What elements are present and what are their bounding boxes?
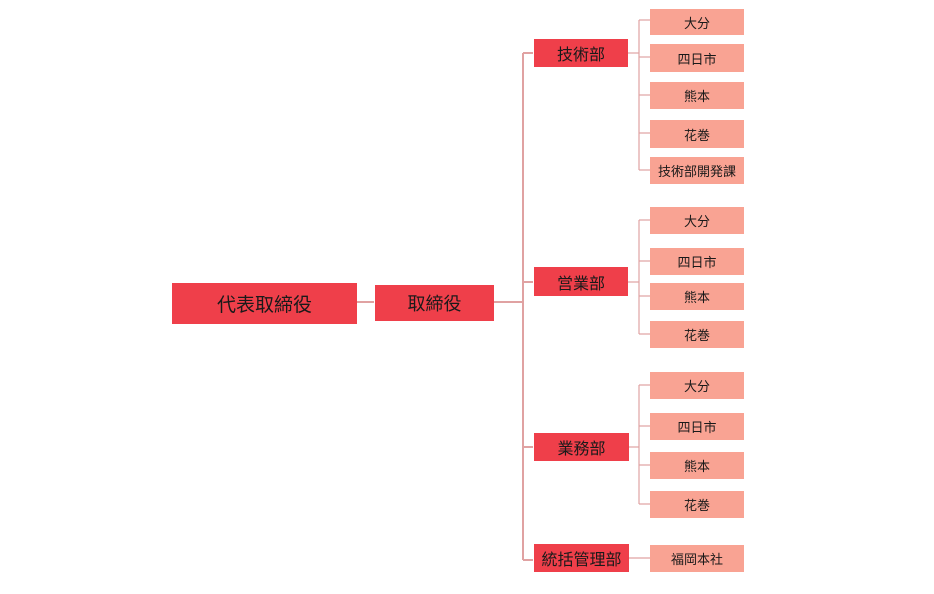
department-node-gyomu: 業務部: [534, 433, 629, 461]
branch-node: 大分: [650, 9, 744, 35]
branch-node: 熊本: [650, 82, 744, 109]
branch-node: 四日市: [650, 248, 744, 275]
branch-node: 四日市: [650, 44, 744, 72]
branch-node: 大分: [650, 372, 744, 399]
branch-node: 熊本: [650, 283, 744, 310]
branch-node: 花巻: [650, 120, 744, 148]
branch-node: 技術部開発課: [650, 157, 744, 184]
department-node-tokatsu: 統括管理部: [534, 544, 629, 572]
ceo-node: 代表取締役: [172, 283, 357, 324]
branch-node: 福岡本社: [650, 545, 744, 572]
director-node: 取締役: [375, 285, 494, 321]
branch-node: 花巻: [650, 491, 744, 518]
branch-node: 大分: [650, 207, 744, 234]
branch-node: 四日市: [650, 413, 744, 440]
department-node-eigyo: 営業部: [534, 267, 628, 296]
branch-node: 花巻: [650, 321, 744, 348]
branch-node: 熊本: [650, 452, 744, 479]
department-node-gijutsu: 技術部: [534, 39, 628, 67]
